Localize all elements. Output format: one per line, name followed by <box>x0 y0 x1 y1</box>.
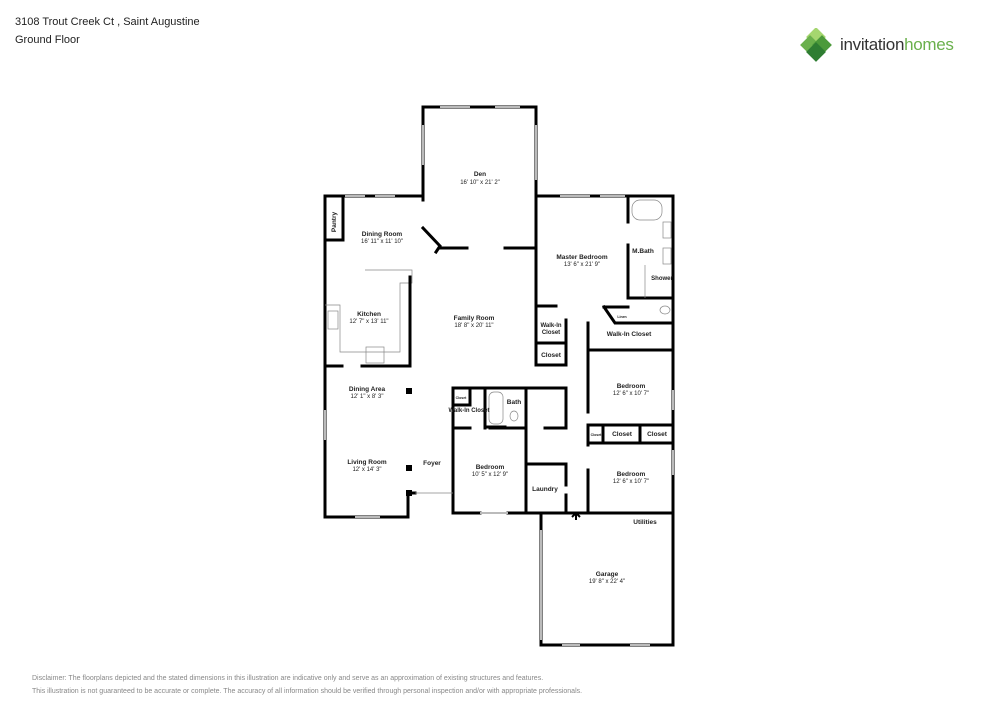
room-dims: 16' 11" x 11' 10" <box>361 239 403 245</box>
property-address: 3108 Trout Creek Ct , Saint Augustine <box>15 16 200 28</box>
room-name: Closet <box>647 431 668 438</box>
room-name: Walk-In Closet <box>448 408 489 414</box>
room-name: Closet <box>591 433 603 437</box>
room-name: Laundry <box>532 486 558 493</box>
room-dims: 12' 6" x 10' 7" <box>613 391 649 397</box>
room-name: Linen <box>617 315 626 319</box>
room-name: Closet <box>456 396 468 400</box>
room-name: Closet <box>541 352 562 359</box>
room-name: Pantry <box>331 212 338 233</box>
room-name: Bedroom <box>617 383 646 390</box>
room-dims: 10' 5" x 12' 9" <box>472 472 508 478</box>
room-name: Family Room <box>454 315 495 322</box>
room-dims: 12' 7" x 13' 11" <box>349 319 388 325</box>
invitation-homes-logo: invitationhomes <box>800 28 954 62</box>
room-name: Foyer <box>423 460 441 467</box>
walls <box>323 105 675 647</box>
room-dims: 18' 8" x 20' 11" <box>454 323 493 329</box>
room-name: Living Room <box>347 459 387 466</box>
room-name: Garage <box>596 571 619 578</box>
disclaimer-line-2: This illustration is not guaranteed to b… <box>32 688 583 695</box>
room-name: Walk-In Closet <box>607 331 652 338</box>
room-name-2: Closet <box>542 330 560 336</box>
room-name: Kitchen <box>357 311 381 318</box>
room-name: Bedroom <box>476 464 505 471</box>
logo-text: invitationhomes <box>840 35 954 54</box>
room-name: Den <box>474 171 486 178</box>
room-name: Bath <box>507 399 521 406</box>
room-name: Dining Room <box>362 231 403 238</box>
room-name: Bedroom <box>617 471 646 478</box>
logo-mark-icon <box>800 28 832 62</box>
room-dims: 12' 1" x 8' 3" <box>351 394 384 400</box>
room-dims: 12' x 14' 3" <box>352 467 381 473</box>
room-name: Utilities <box>633 519 657 526</box>
disclaimer-line-1: Disclaimer: The floorplans depicted and … <box>32 675 544 682</box>
room-dims: 12' 6" x 10' 7" <box>613 479 649 485</box>
floor-label: Ground Floor <box>15 34 80 46</box>
room-name: Master Bedroom <box>556 254 608 261</box>
room-name: Dining Area <box>349 386 386 393</box>
room-name: Shower <box>651 276 673 282</box>
room-name: Closet <box>612 431 633 438</box>
room-name: Walk-In <box>540 323 561 329</box>
room-dims: 19' 8" x 22' 4" <box>589 579 625 585</box>
room-dims: 16' 10" x 21' 2" <box>460 180 500 186</box>
room-dims: 13' 6" x 21' 9" <box>564 262 600 268</box>
room-name: M.Bath <box>632 248 654 255</box>
